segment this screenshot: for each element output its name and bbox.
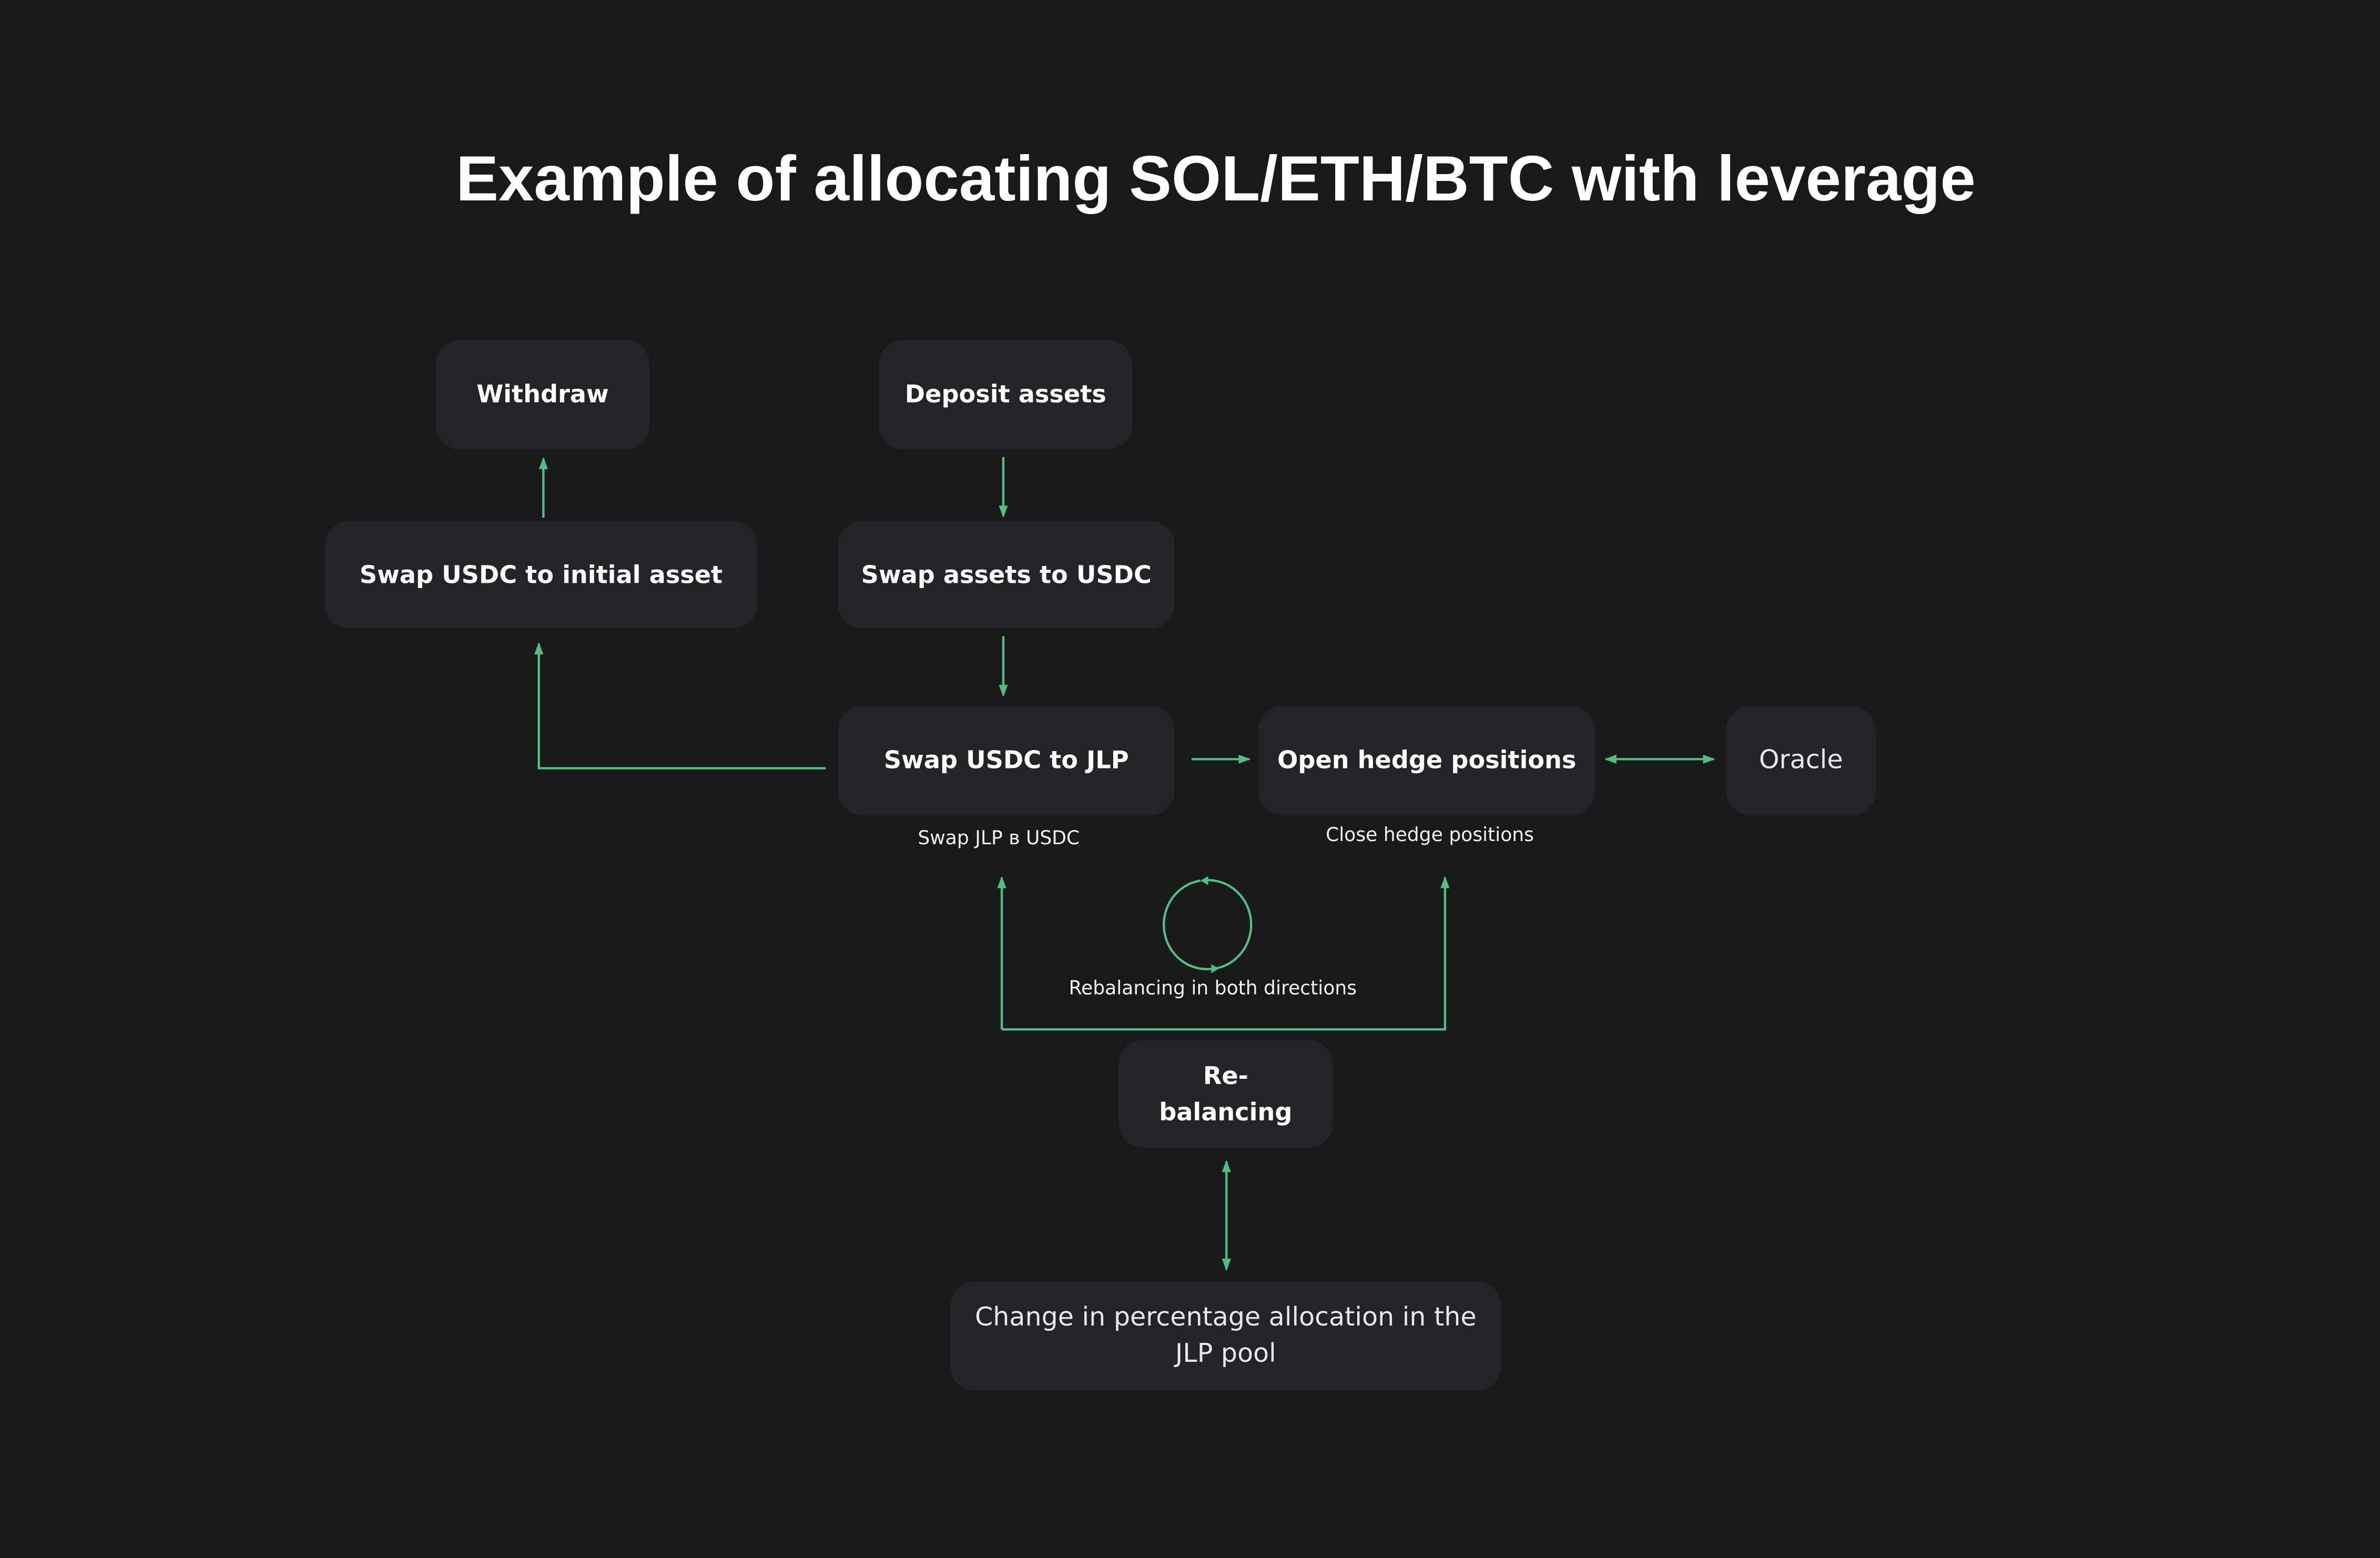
node-change-allocation: Change in percentage allocation in the J…	[950, 1281, 1501, 1391]
label-rebalancing-both: Rebalancing in both directions	[1069, 976, 1357, 999]
label-close-hedge: Close hedge positions	[1326, 823, 1534, 846]
node-swap-usdc-to-jlp: Swap USDC to JLP	[838, 706, 1175, 816]
node-swap-usdc-to-initial: Swap USDC to initial asset	[324, 521, 758, 629]
node-swap-assets-to-usdc: Swap assets to USDC	[838, 521, 1175, 629]
label-swap-jlp-to-usdc: Swap JLP в USDC	[918, 826, 1080, 849]
diagram-title: Example of allocating SOL/ETH/BTC with l…	[456, 143, 1976, 214]
cycle-icon	[1162, 876, 1253, 974]
node-open-hedge: Open hedge positions	[1258, 706, 1595, 816]
node-deposit-assets: Deposit assets	[879, 340, 1133, 450]
node-withdraw: Withdraw	[435, 340, 650, 450]
arrow-jlp-to-swap-initial	[534, 642, 826, 770]
node-oracle: Oracle	[1725, 706, 1876, 816]
node-rebalancing: Re-balancing	[1118, 1040, 1333, 1148]
arrow-rebalance-to-hedge	[1002, 876, 1450, 1031]
